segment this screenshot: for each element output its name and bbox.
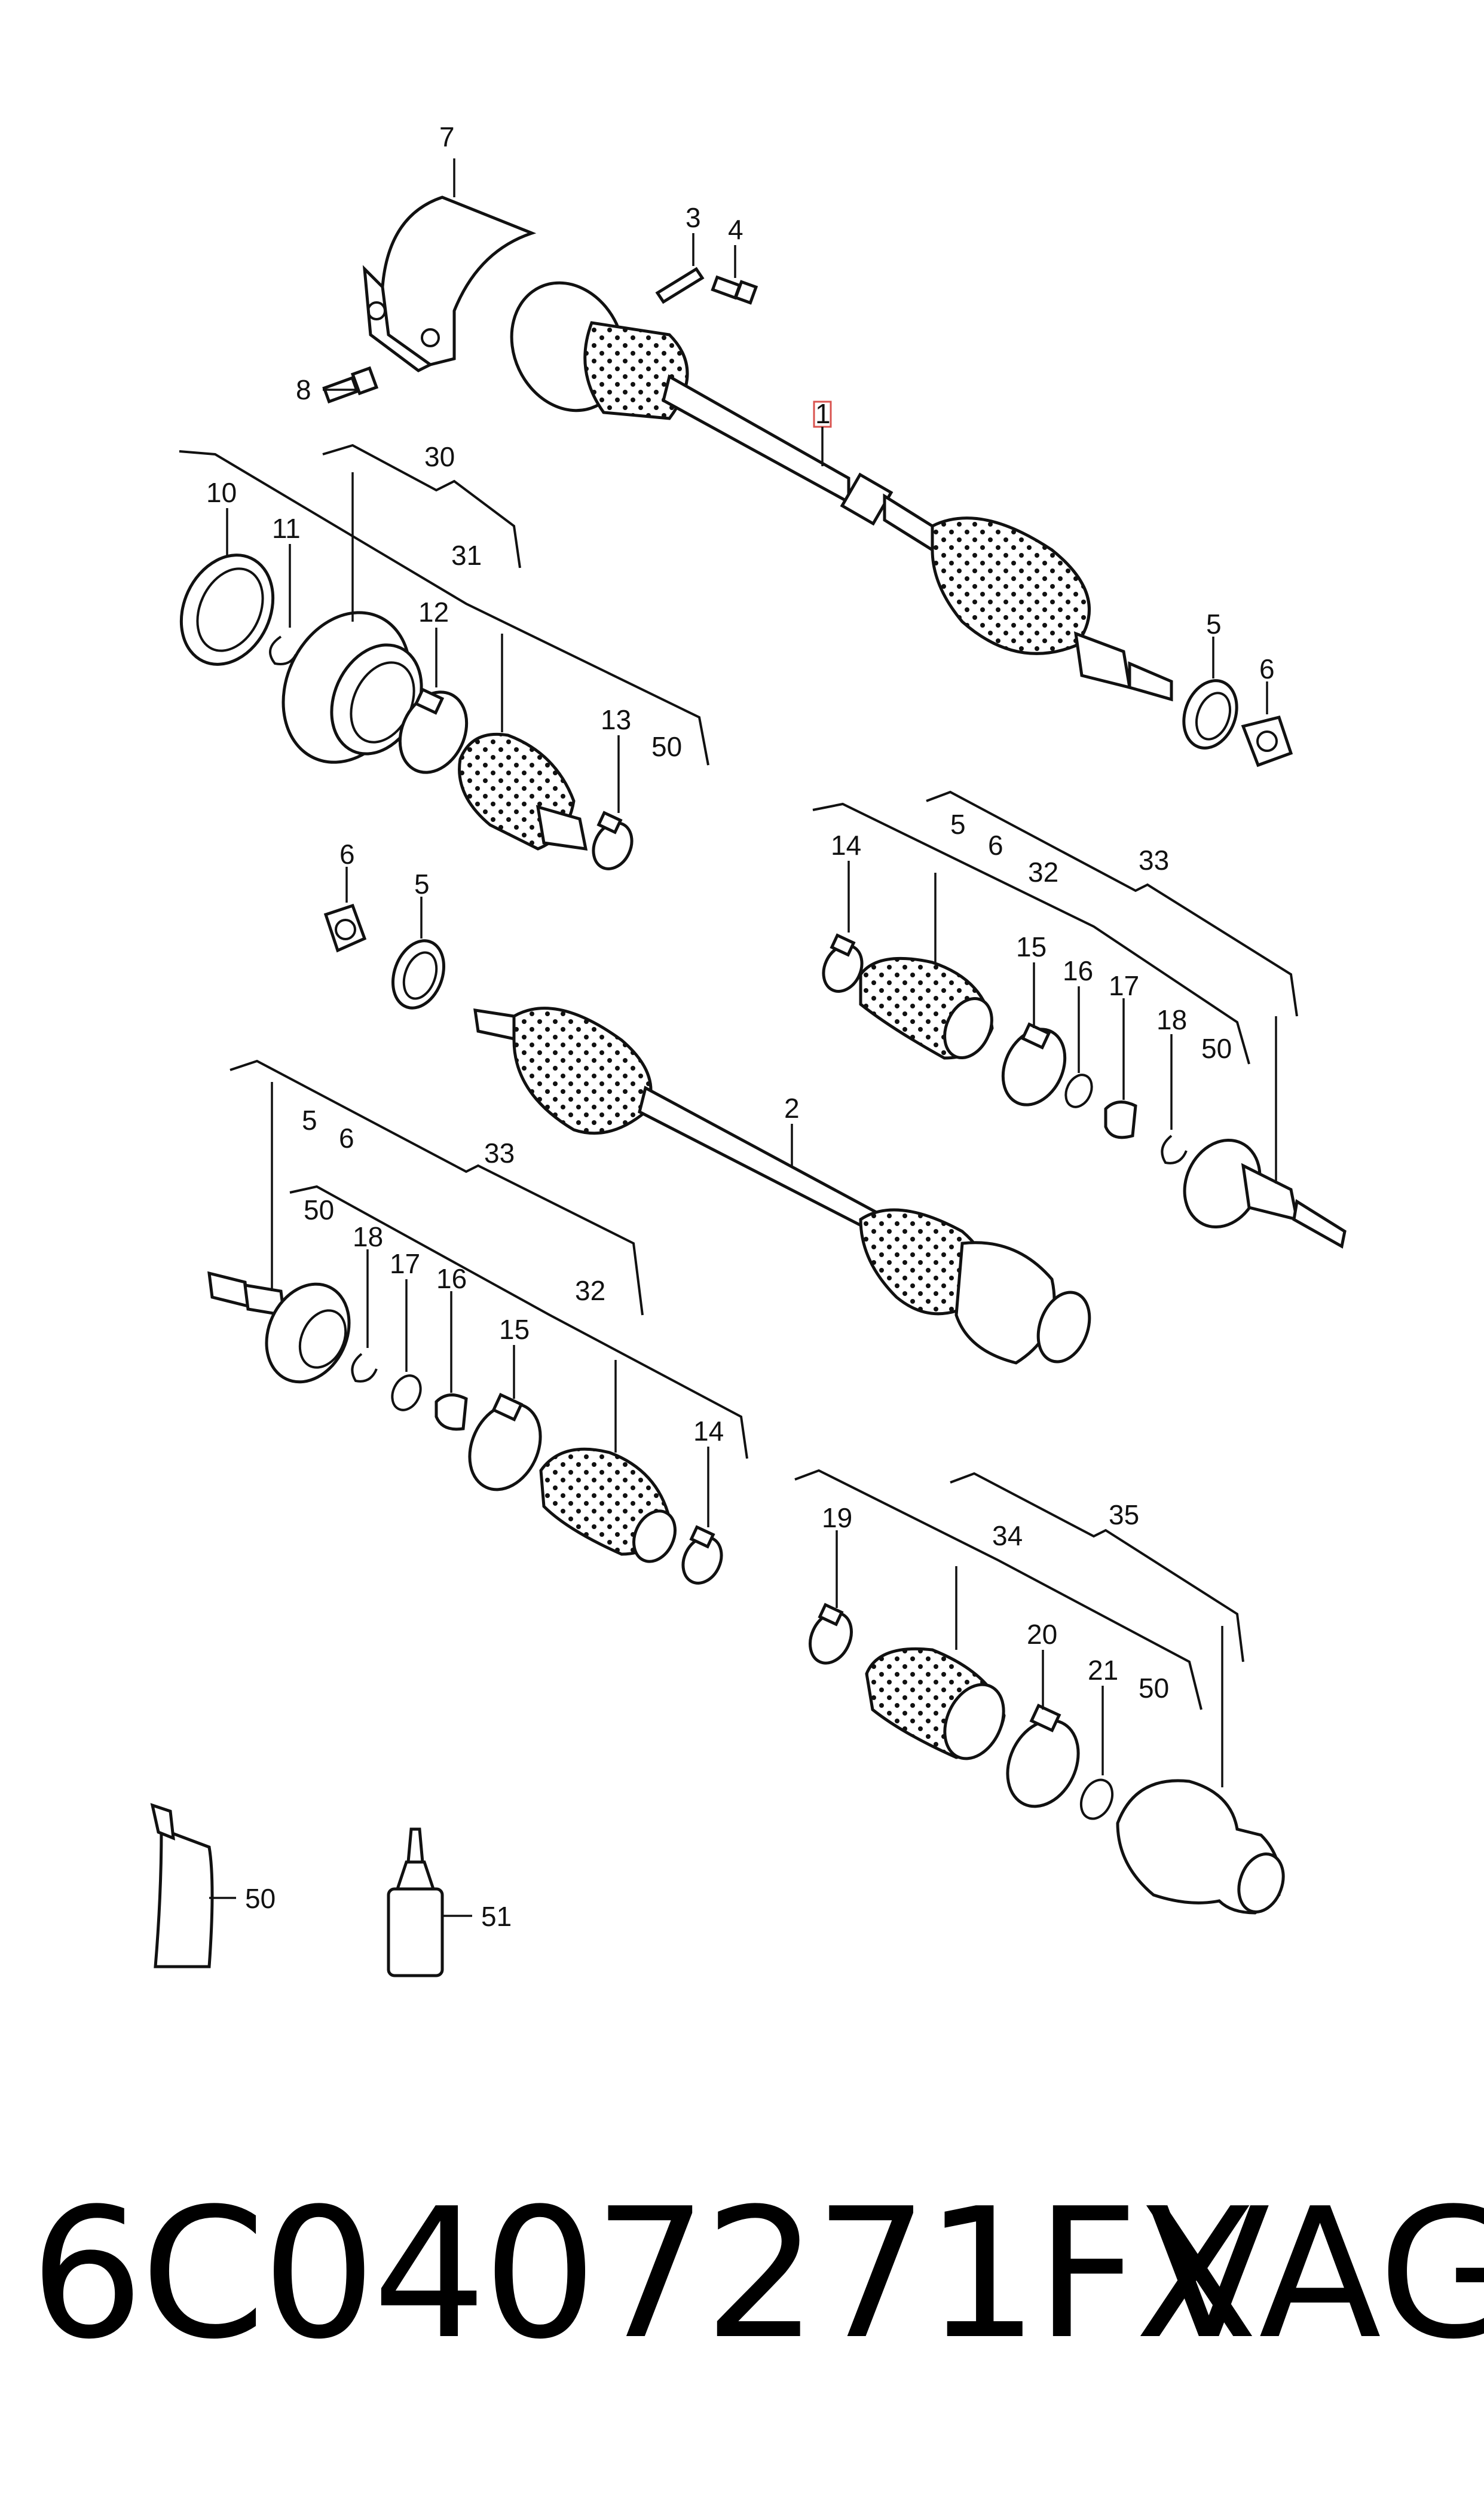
callout-50-e: 50 (245, 1883, 276, 1914)
callout-20: 20 (1027, 1619, 1057, 1650)
callout-10: 10 (206, 477, 237, 508)
callout-18-left: 18 (353, 1221, 383, 1252)
callout-5-right: 5 (950, 809, 966, 840)
callout-1: 1 (815, 398, 831, 429)
callout-6-right: 6 (988, 830, 1003, 861)
bolt-part-4 (711, 275, 758, 305)
grease-tube-part-50 (150, 1803, 214, 1968)
nut-part-6-mid (323, 903, 367, 953)
callout-50-c: 50 (304, 1194, 334, 1225)
circlip-part-18-right (1161, 1135, 1188, 1164)
drive-shaft-part-2 (473, 1007, 1091, 1365)
sealant-bottle-part-51 (387, 1827, 444, 1977)
callout-14-left: 14 (693, 1416, 724, 1447)
callout-6-left: 6 (339, 1123, 354, 1154)
clamp-part-19 (809, 1603, 853, 1665)
callout-51: 51 (481, 1901, 512, 1932)
drive-shaft-part-1 (510, 281, 1173, 702)
heat-shield-part (362, 195, 537, 372)
callout-labels: 7 3 4 8 1 30 10 11 31 12 5 6 13 50 14 5 … (206, 121, 1275, 1932)
callout-5-top: 5 (1206, 609, 1222, 640)
ring-part-16-right (1064, 1074, 1093, 1108)
part-number-footer: 6C0407271FX VAG (30, 2170, 1484, 2379)
callout-5-left: 5 (302, 1105, 317, 1136)
callout-33-left: 33 (484, 1138, 515, 1169)
cap-part-17-left (391, 1374, 422, 1411)
callout-34: 34 (992, 1520, 1023, 1551)
inner-joint-part-35 (1116, 1779, 1285, 1915)
clamp-part-12 (398, 687, 469, 774)
callout-32-right: 32 (1028, 857, 1058, 888)
circlip-part-10 (179, 554, 275, 666)
inner-joint-part-33-left (207, 1271, 351, 1384)
nut-part-6-top (1241, 716, 1293, 768)
callout-12: 12 (418, 597, 449, 628)
callout-6-top: 6 (1259, 653, 1275, 684)
clamp-part-14-left (681, 1525, 723, 1585)
callout-13: 13 (601, 704, 631, 735)
bracket-34 (794, 1469, 1203, 1710)
callout-50-d: 50 (1139, 1673, 1169, 1704)
callout-7: 7 (439, 121, 455, 152)
boot-part-31 (458, 732, 588, 851)
callout-5-mid: 5 (414, 869, 430, 900)
callout-11: 11 (272, 513, 301, 544)
bracket-33-left (230, 1059, 644, 1316)
boot-part-32-right (859, 956, 994, 1060)
clamp-part-20 (1006, 1703, 1080, 1808)
inner-joint-part-33-right (1183, 1138, 1347, 1249)
callout-17-right: 17 (1109, 970, 1139, 1001)
bracket-32-right (812, 802, 1250, 1065)
callout-16-right: 16 (1063, 955, 1093, 986)
callout-15-right: 15 (1016, 931, 1047, 962)
part-number: 6C0407271FX (30, 2170, 1258, 2379)
callout-35: 35 (1109, 1499, 1139, 1530)
ring-part-16-left (435, 1393, 468, 1431)
callout-19: 19 (822, 1502, 852, 1533)
boot-part-32-left (539, 1447, 677, 1563)
callout-50-a: 50 (651, 731, 682, 762)
callout-2: 2 (784, 1093, 800, 1124)
brand-name: VAG (1148, 2170, 1484, 2379)
hub-flange-part (281, 611, 423, 764)
callout-6-mid: 6 (339, 839, 355, 870)
callout-21: 21 (1088, 1655, 1118, 1686)
callout-18-right: 18 (1156, 1004, 1187, 1035)
boot-part-34 (865, 1647, 1006, 1760)
callout-50-b: 50 (1201, 1033, 1232, 1064)
exploded-parts-diagram: 7 3 4 8 1 30 10 11 31 12 5 6 13 50 14 5 … (150, 121, 1347, 1977)
circlip-part-18-left (351, 1353, 378, 1383)
washer-part-5-mid (391, 939, 446, 1010)
callout-30: 30 (424, 441, 455, 472)
retaining-plate-part (655, 267, 705, 304)
bracket-35 (950, 1472, 1244, 1662)
callout-33-right: 33 (1139, 845, 1169, 876)
circlip-part-21 (1079, 1778, 1114, 1820)
clamp-part-15-right (1001, 1022, 1067, 1106)
clamp-part-13 (592, 811, 634, 870)
callout-17-left: 17 (390, 1248, 420, 1279)
snap-ring-part-11 (269, 635, 297, 665)
cap-part-17-right (1104, 1100, 1137, 1139)
callout-31: 31 (451, 540, 482, 571)
clamp-part-15-left (468, 1392, 542, 1491)
clamp-part-14-right (822, 933, 864, 993)
callout-14-right: 14 (831, 830, 861, 861)
callout-15-left: 15 (499, 1314, 530, 1345)
bracket-30 (322, 444, 521, 568)
callout-3: 3 (686, 202, 701, 233)
callout-4: 4 (728, 214, 743, 245)
bracket-32-left (289, 1185, 748, 1459)
bracket-31 (179, 450, 709, 766)
bracket-33-right (926, 790, 1298, 1017)
callout-16-left: 16 (436, 1263, 467, 1294)
callout-32-left: 32 (575, 1275, 605, 1306)
washer-part-5-top (1182, 679, 1238, 750)
bolt-part-8 (322, 366, 379, 404)
callout-8: 8 (296, 374, 311, 405)
